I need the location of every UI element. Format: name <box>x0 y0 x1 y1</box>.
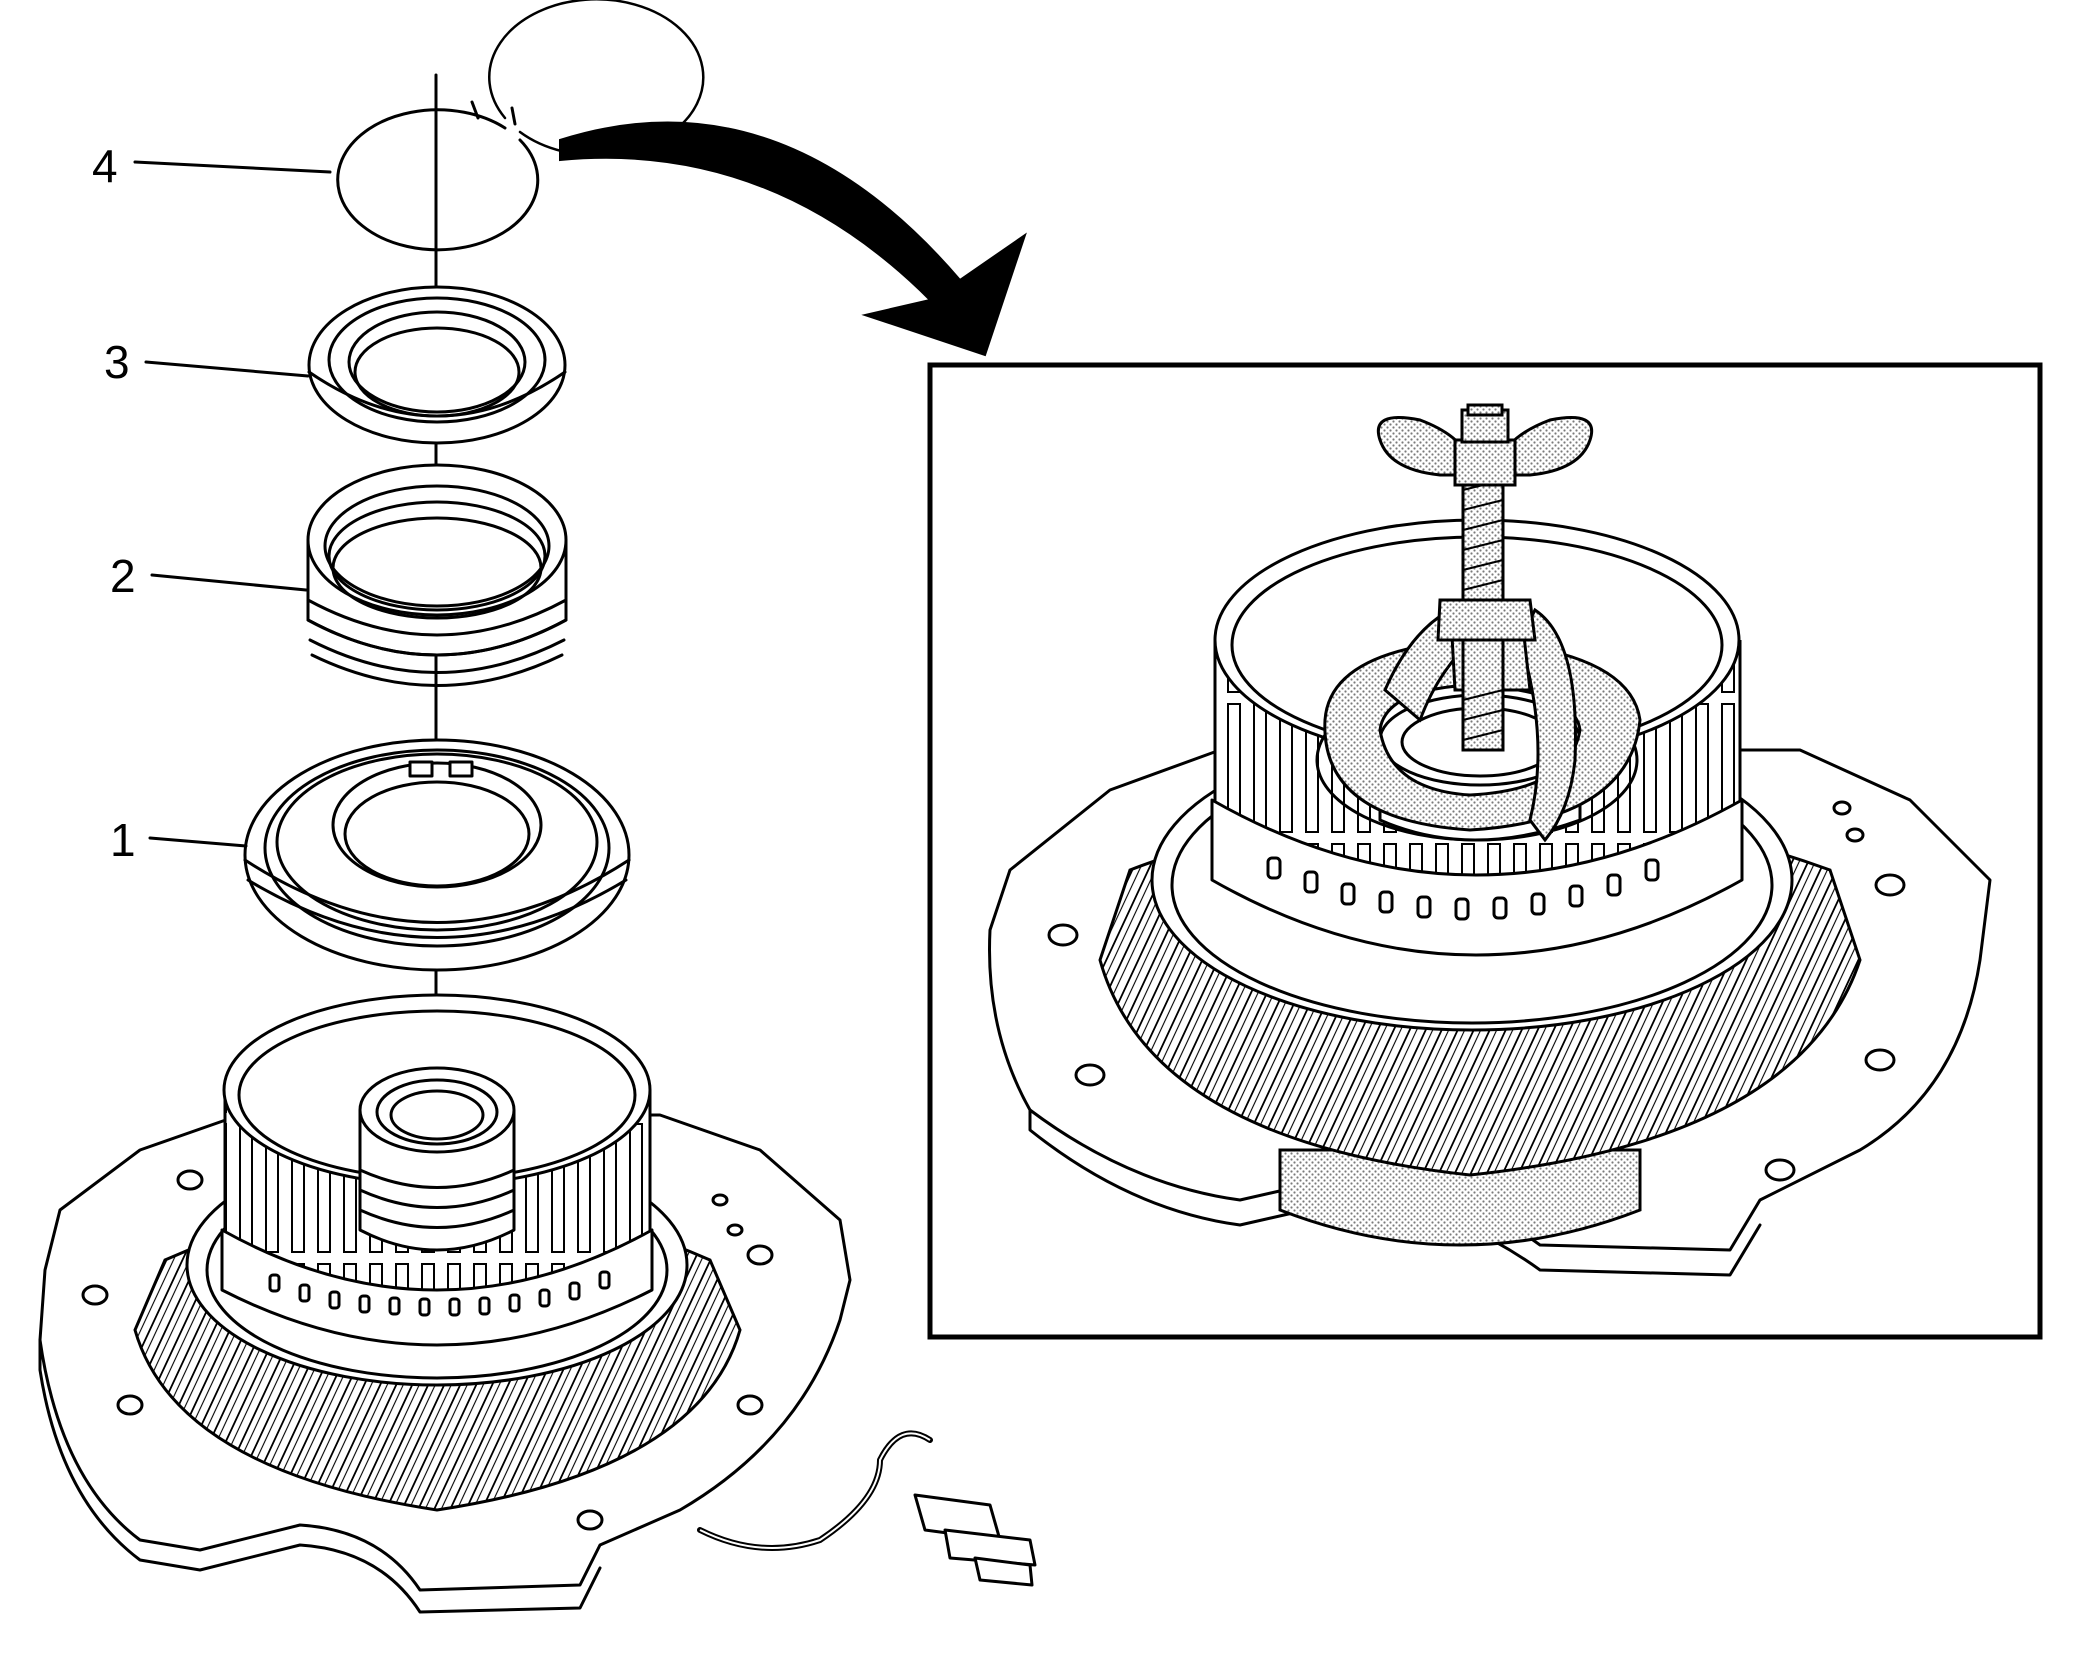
flange-bolt-holes <box>81 1169 774 1531</box>
callout-3: 3 <box>104 336 310 388</box>
callout-2: 2 <box>110 550 308 602</box>
callout-number-2: 2 <box>110 550 136 602</box>
piston-part-2 <box>306 463 568 687</box>
drum-oil-holes <box>268 1270 611 1317</box>
detail-pointer-arrow <box>559 121 1027 357</box>
inset-drum-oil-holes <box>1266 856 1660 921</box>
spring-compressor-tool <box>1323 403 1642 843</box>
harness-connector <box>913 1493 1037 1587</box>
callout-4: 4 <box>92 140 332 192</box>
clutch-plate-part-1 <box>243 738 631 972</box>
callout-number-1: 1 <box>110 814 136 866</box>
retainer-part-3 <box>307 285 567 445</box>
callout-1: 1 <box>110 814 248 866</box>
callout-number-3: 3 <box>104 336 130 388</box>
callout-number-4: 4 <box>92 140 118 192</box>
housing-base-assembly <box>38 993 1037 1614</box>
exploded-stack: 4 3 2 1 <box>38 0 1037 1614</box>
detail-inset <box>927 362 2043 1340</box>
